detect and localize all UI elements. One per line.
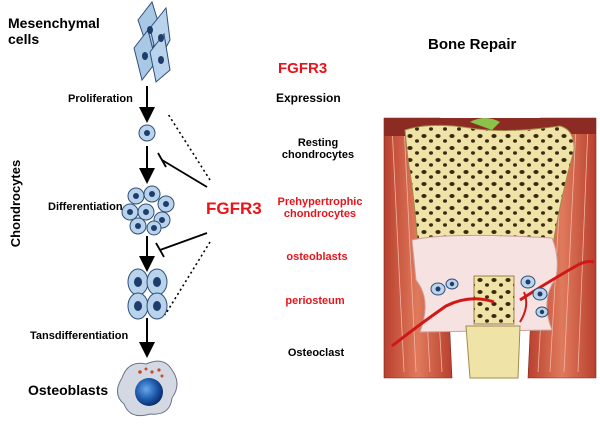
expression-item-osteoblasts: osteoblasts <box>286 251 348 263</box>
expression-item-resting: Resting chondrocytes <box>281 137 355 161</box>
expression-item-osteoclast: Osteoclast <box>287 347 345 359</box>
mesenchymal-cells-label: Mesenchymal cells <box>8 15 100 47</box>
inhibition-marks <box>155 152 208 258</box>
expression-item-prehypertrophic: Prehypertrophic chondrocytes <box>277 196 363 220</box>
proliferation-label: Proliferation <box>68 93 133 105</box>
fgfr3-inhibitor-label: FGFR3 <box>206 199 262 218</box>
fgfr3-expression-header: FGFR3 <box>278 60 328 77</box>
dotted-connectors <box>164 113 211 316</box>
differentiation-label: Differentiation <box>48 201 123 213</box>
mesenchymal-cells-graphic <box>133 0 171 83</box>
expression-item-periosteum: periosteum <box>285 295 345 307</box>
osteoblasts-label: Osteoblasts <box>28 382 109 398</box>
bone-repair-illustration <box>383 117 597 379</box>
expression-label: Expression <box>276 91 341 105</box>
osteoblast-graphic <box>117 360 178 417</box>
single-chondrocyte <box>138 124 156 142</box>
chondrocytes-axis-label: Chondrocytes <box>8 159 24 248</box>
chondrocyte-cluster <box>121 185 175 236</box>
hypertrophic-chondrocytes <box>127 268 168 320</box>
transdifferentiation-label: Tansdifferentiation <box>30 330 129 342</box>
bone-repair-title: Bone Repair <box>428 36 517 53</box>
